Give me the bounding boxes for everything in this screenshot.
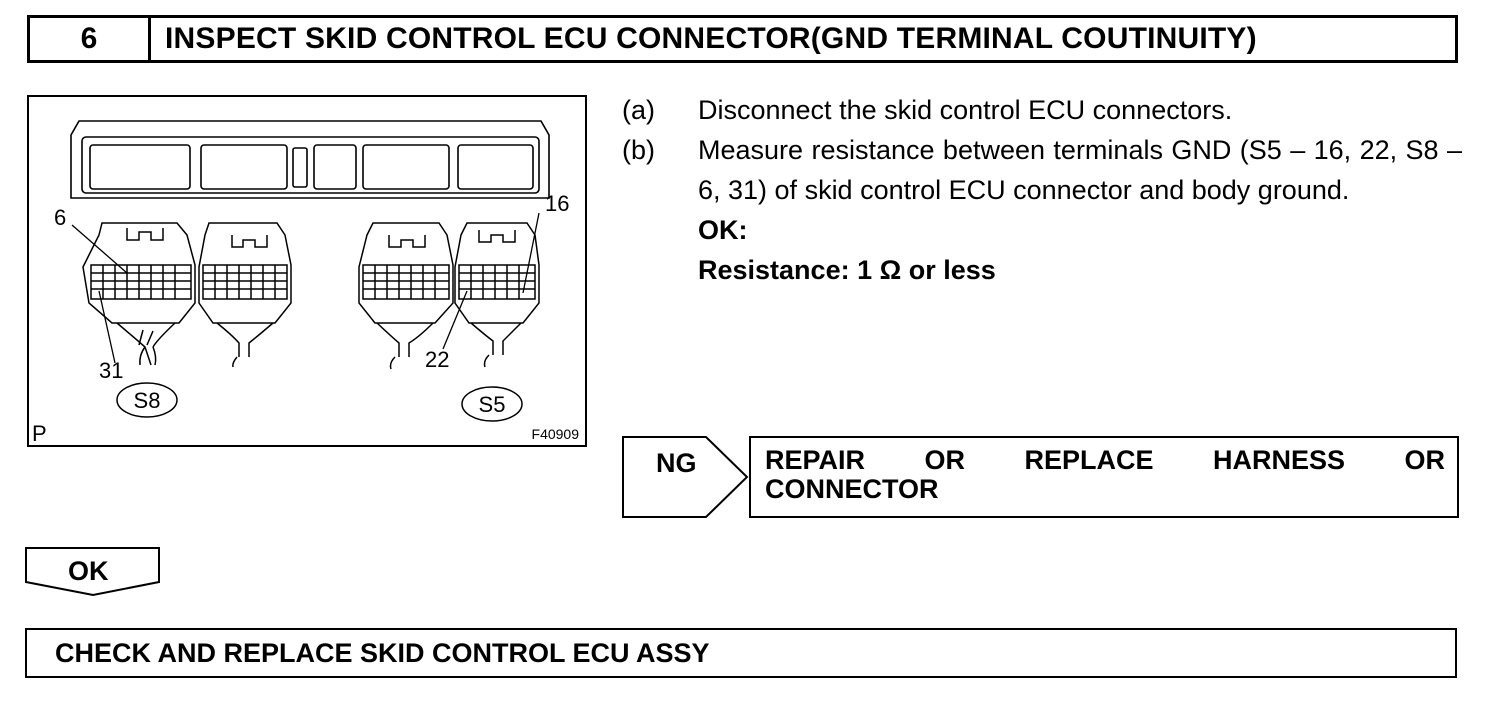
ng-result-line2: CONNECTOR — [765, 474, 939, 504]
connector-s5-badge — [461, 386, 523, 422]
connector-s8-right — [198, 222, 292, 368]
pin-16-label: 16 — [545, 191, 569, 216]
pin-31-label: 31 — [99, 358, 123, 383]
pin-22-label: 22 — [425, 347, 449, 372]
ng-result-line1: REPAIR OR REPLACE HARNESS OR — [765, 446, 1445, 475]
ng-word: REPAIR — [765, 445, 866, 475]
connector-illustration: 6 16 31 22 S8 S5 P F40909 — [27, 95, 587, 447]
step-title: INSPECT SKID CONTROL ECU CONNECTOR(GND T… — [165, 22, 1257, 55]
connector-s5-right — [454, 222, 540, 368]
pin-6-label: 6 — [54, 205, 66, 230]
ok-label: OK — [68, 556, 109, 586]
ok-arrow — [25, 547, 160, 597]
instruction-a: (a) Disconnect the skid control ECU conn… — [622, 90, 1462, 130]
ng-word: OR — [1404, 445, 1446, 475]
ok-spec-value: Resistance: 1 Ω or less — [698, 255, 996, 285]
ng-word: REPLACE — [1024, 445, 1154, 475]
ng-label: NG — [656, 448, 697, 478]
instruction-tag: (b) — [622, 135, 655, 165]
connector-s8-badge — [116, 382, 178, 418]
ng-word: OR — [924, 445, 966, 475]
corner-label: P — [32, 421, 47, 446]
final-action-box: CHECK AND REPLACE SKID CONTROL ECU ASSY — [25, 628, 1457, 678]
connector-s5-label: S5 — [479, 392, 506, 417]
final-action-text: CHECK AND REPLACE SKID CONTROL ECU ASSY — [55, 637, 710, 668]
instruction-b: (b) Measure resistance between terminals… — [622, 130, 1462, 210]
ng-word: HARNESS — [1212, 445, 1346, 475]
connector-s5-left — [358, 222, 454, 370]
instruction-text: Disconnect the skid control ECU connecto… — [698, 95, 1233, 125]
ecu-body — [70, 120, 550, 199]
ng-arrow — [622, 436, 749, 518]
connector-s8-label: S8 — [134, 388, 161, 413]
ng-result-box: REPAIR OR REPLACE HARNESS OR CONNECTOR — [749, 436, 1459, 518]
instruction-tag: (a) — [622, 95, 655, 125]
step-number: 6 — [30, 18, 151, 60]
figure-id: F40909 — [532, 426, 580, 442]
ok-spec-heading: OK: — [698, 215, 748, 245]
leader-lines — [71, 212, 540, 364]
instruction-text: Measure resistance between terminals GND… — [698, 135, 1462, 205]
step-header: 6 INSPECT SKID CONTROL ECU CONNECTOR(GND… — [27, 15, 1458, 63]
figure-labels: 6 16 31 22 S8 S5 P F40909 — [32, 191, 579, 446]
connector-s8-left — [82, 222, 196, 366]
instructions: (a) Disconnect the skid control ECU conn… — [622, 90, 1462, 290]
